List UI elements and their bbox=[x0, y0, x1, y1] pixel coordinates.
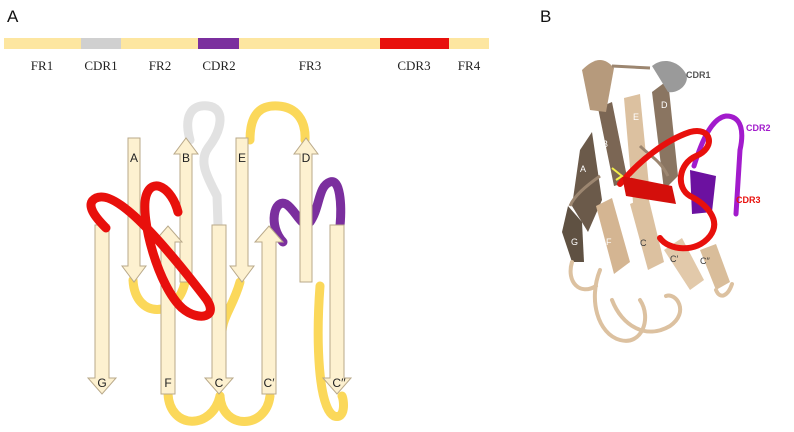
loop-c-c1-bottom bbox=[215, 391, 275, 426]
ribbon-strand-f bbox=[596, 198, 630, 274]
strand-g bbox=[86, 224, 118, 395]
label-fr1: FR1 bbox=[31, 58, 53, 73]
strand-label-d: D bbox=[302, 151, 311, 165]
ribbon-strand-labels: A B E D G F C C′ C′′ bbox=[571, 100, 710, 266]
ribbon-label-b: B bbox=[602, 139, 608, 149]
ribbon-strand-c1 bbox=[664, 238, 704, 290]
tag-cdr2: CDR2 bbox=[746, 123, 771, 133]
ribbon-back-loops bbox=[568, 64, 670, 207]
ribbon-strand-c2 bbox=[700, 244, 730, 290]
label-cdr2: CDR2 bbox=[202, 58, 235, 73]
label-fr3: FR3 bbox=[299, 58, 321, 73]
strand-c1 bbox=[253, 225, 285, 395]
loop-c2-bottom bbox=[313, 281, 349, 421]
segment-fr2 bbox=[121, 38, 198, 49]
strand-label-c1: C′ bbox=[264, 376, 276, 390]
strand-label-c: C bbox=[215, 376, 224, 390]
label-cdr1: CDR1 bbox=[84, 58, 117, 73]
ribbon-cdr3 bbox=[617, 128, 718, 252]
strand-label-g: G bbox=[97, 376, 106, 390]
ribbon-label-e: E bbox=[633, 112, 639, 122]
domain-bar bbox=[4, 38, 489, 49]
label-cdr3: CDR3 bbox=[397, 58, 430, 73]
strand-b bbox=[173, 137, 199, 283]
loop-cdr3 bbox=[86, 181, 215, 321]
segment-cdr3 bbox=[380, 38, 449, 49]
topology-strand-labels: A B E D G F C C′ C′′ bbox=[97, 151, 346, 390]
disulfide-bond bbox=[611, 167, 624, 181]
loop-f-c-bottom bbox=[163, 389, 225, 426]
ribbon-strand-c bbox=[630, 196, 664, 270]
tag-cdr3: CDR3 bbox=[736, 195, 761, 205]
ribbon-label-d: D bbox=[661, 100, 668, 110]
ribbon-bottom-loops bbox=[568, 260, 734, 343]
ribbon-label-c1: C′ bbox=[670, 254, 678, 264]
ribbon-strand-a bbox=[572, 132, 602, 232]
ribbon-strand-g bbox=[562, 206, 584, 262]
ribbon-label-c: C bbox=[640, 238, 647, 248]
strand-label-a: A bbox=[130, 151, 138, 165]
ribbon-cdr2 bbox=[691, 113, 745, 217]
segment-fr3 bbox=[239, 38, 380, 49]
ribbon-label-c2: C′′ bbox=[700, 256, 710, 266]
ribbon-label-a: A bbox=[580, 164, 586, 174]
label-fr2: FR2 bbox=[149, 58, 171, 73]
strand-c bbox=[203, 224, 235, 395]
loop-e-d bbox=[245, 101, 310, 145]
loop-a-b-bottom bbox=[128, 275, 190, 314]
strand-label-b: B bbox=[182, 151, 190, 165]
strand-label-e: E bbox=[238, 151, 246, 165]
strand-label-f: F bbox=[164, 376, 171, 390]
topology-loops bbox=[128, 101, 349, 426]
ribbon-back-top bbox=[582, 59, 614, 112]
segment-fr4 bbox=[449, 38, 489, 49]
label-fr4: FR4 bbox=[458, 58, 481, 73]
ribbon-strand-d bbox=[652, 80, 678, 190]
strand-e bbox=[229, 137, 255, 283]
loop-b-cdr1 bbox=[183, 101, 225, 230]
tag-cdr1: CDR1 bbox=[686, 70, 711, 80]
strand-label-c2: C′′ bbox=[332, 376, 346, 390]
ribbon-label-g: G bbox=[571, 237, 578, 247]
ribbon-cdr1 bbox=[652, 60, 687, 93]
strand-d bbox=[293, 137, 319, 283]
panel-a-label: A bbox=[7, 7, 19, 26]
segment-cdr1 bbox=[81, 38, 121, 49]
segment-fr1 bbox=[4, 38, 81, 49]
ribbon-label-f: F bbox=[606, 237, 612, 247]
domain-bar-labels: FR1 CDR1 FR2 CDR2 FR3 CDR3 FR4 bbox=[31, 58, 481, 73]
protein-ribbon-structure bbox=[562, 59, 745, 343]
ribbon-strand-b bbox=[598, 102, 628, 186]
panel-b-label: B bbox=[540, 7, 551, 26]
strand-c2 bbox=[321, 224, 353, 395]
segment-cdr2 bbox=[198, 38, 239, 49]
topology-strands bbox=[86, 137, 353, 395]
ribbon-cdr3-helix bbox=[622, 176, 676, 204]
cdr-tags: CDR1 CDR2 CDR3 bbox=[686, 70, 771, 205]
